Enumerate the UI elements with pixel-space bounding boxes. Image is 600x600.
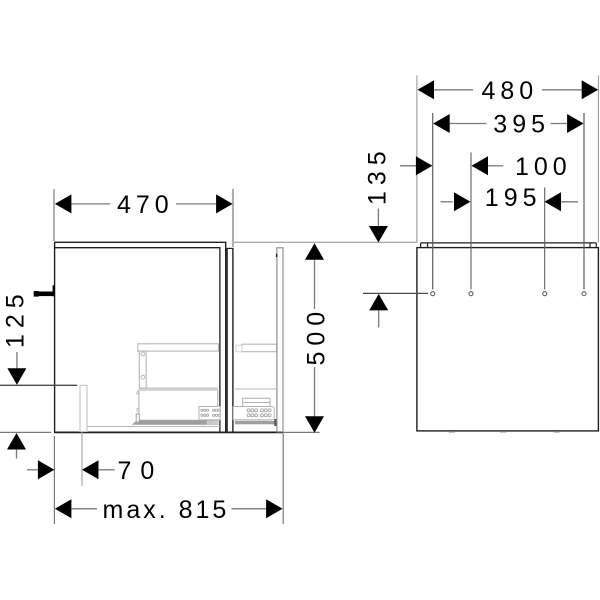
svg-text:470: 470	[117, 191, 174, 219]
svg-text:500: 500	[303, 306, 331, 366]
svg-text:100: 100	[515, 153, 572, 181]
svg-text:max. 815: max. 815	[103, 496, 230, 524]
svg-text:125: 125	[1, 288, 29, 348]
svg-text:70: 70	[118, 457, 164, 485]
svg-text:135: 135	[364, 145, 392, 205]
svg-text:480: 480	[482, 77, 539, 105]
svg-text:395: 395	[493, 111, 550, 139]
svg-text:195: 195	[485, 184, 542, 212]
